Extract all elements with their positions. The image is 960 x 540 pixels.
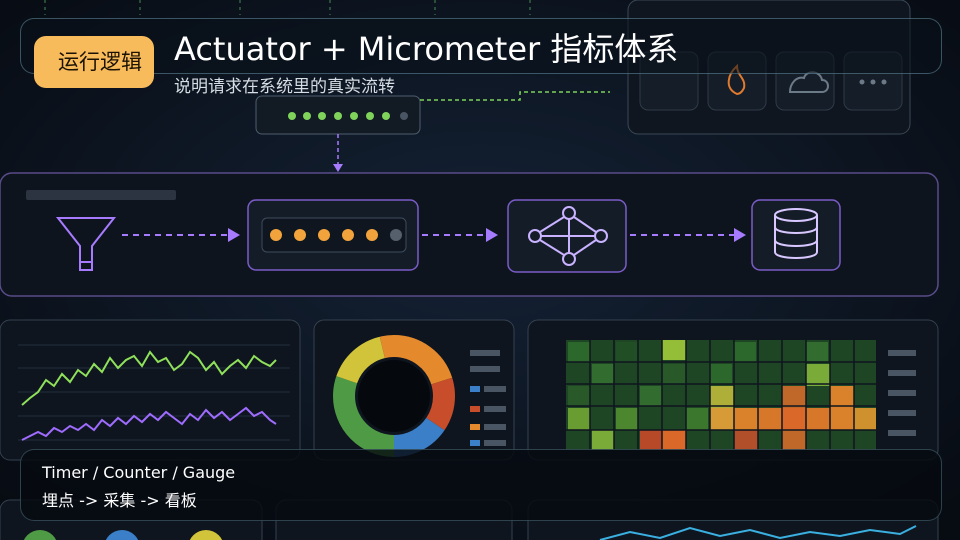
- funnel-icon: [55, 217, 117, 271]
- page-subtitle: 说明请求在系统里的真实流转: [174, 77, 395, 97]
- fire-icon: [727, 63, 746, 96]
- donut-chart-panel: [313, 319, 515, 461]
- network-icon: [528, 206, 608, 266]
- heatmap-panel: [527, 319, 939, 461]
- more-icon: [859, 79, 887, 85]
- caption-line-flow: 埋点 -> 采集 -> 看板: [42, 491, 197, 510]
- caption-line-metrics: Timer / Counter / Gauge: [42, 463, 236, 482]
- section-badge: 运行逻辑: [34, 36, 154, 88]
- header-card: [20, 18, 942, 74]
- server-module: [255, 91, 610, 172]
- database-icon: [774, 208, 818, 259]
- pipeline-flow: [0, 172, 939, 297]
- caption-panel: [20, 449, 942, 521]
- page-title: Actuator + Micrometer 指标体系: [174, 30, 679, 68]
- line-chart-panel: [0, 319, 301, 461]
